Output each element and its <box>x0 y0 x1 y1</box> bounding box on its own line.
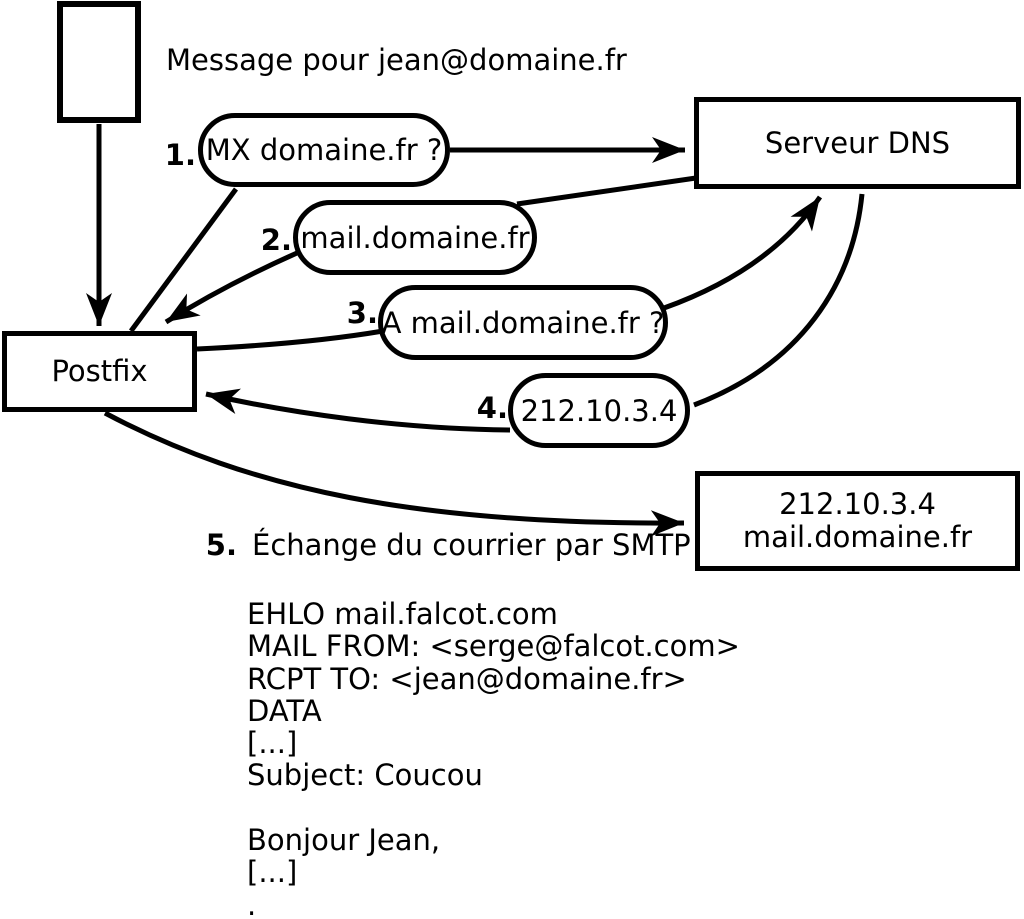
arrow-step3-to-dns <box>663 195 823 311</box>
step1-pill: MX domaine.fr ? <box>198 113 450 187</box>
smtp-line-data: DATA <box>247 693 322 728</box>
arrow-step4-to-postfix <box>205 388 511 433</box>
smtp-line-ehlo: EHLO mail.falcot.com <box>247 597 558 631</box>
dns-server-box: Serveur DNS <box>694 97 1021 189</box>
smtp-line-ellipsis-1: [...] <box>247 726 298 761</box>
step3-label: A mail.domaine.fr ? <box>381 305 665 340</box>
arrow-step2-to-postfix <box>164 250 299 325</box>
message-label: Message pour jean@domaine.fr <box>166 43 627 77</box>
step1-number: 1. <box>164 138 196 172</box>
dns-server-label: Serveur DNS <box>764 125 951 160</box>
line-dns-to-step4 <box>693 193 865 408</box>
smtp-line-rcpt-to: RCPT TO: <jean@domaine.fr> <box>247 661 687 696</box>
postfix-box: Postfix <box>2 331 197 412</box>
smtp-line-subject: Subject: Coucou <box>247 758 483 793</box>
step4-number: 4. <box>476 391 508 425</box>
step1-label: MX domaine.fr ? <box>205 133 443 167</box>
step2-number: 2. <box>260 223 292 257</box>
line-postfix-to-step1 <box>128 187 239 333</box>
smtp-session-transcript: EHLO mail.falcot.com MAIL FROM: <serge@f… <box>247 598 740 919</box>
smtp-line-ellipsis-2: [...] <box>247 855 298 890</box>
step2-label: mail.domaine.fr <box>300 220 530 255</box>
step3-number: 3. <box>346 296 378 330</box>
line-postfix-to-step3 <box>196 328 384 352</box>
message-box <box>57 1 141 123</box>
mail-server-ip: 212.10.3.4 <box>779 487 936 521</box>
step5-number: 5. <box>205 528 237 562</box>
mail-server-hostname: mail.domaine.fr <box>742 520 973 554</box>
smtp-line-end-dot: . <box>247 887 257 919</box>
mail-server-labels: 212.10.3.4 mail.domaine.fr <box>743 488 972 554</box>
postfix-label: Postfix <box>51 354 148 388</box>
smtp-line-blank <box>247 792 740 824</box>
step5-label: Échange du courrier par SMTP <box>252 528 691 562</box>
step3-pill: A mail.domaine.fr ? <box>378 285 668 360</box>
mail-server-box: 212.10.3.4 mail.domaine.fr <box>695 471 1020 571</box>
step4-label: 212.10.3.4 <box>520 393 678 428</box>
step2-pill: mail.domaine.fr <box>293 200 537 275</box>
step4-pill: 212.10.3.4 <box>508 373 690 448</box>
arrow-postfix-to-mailserver <box>103 410 685 537</box>
line-dns-to-step2 <box>516 175 697 207</box>
smtp-line-greeting: Bonjour Jean, <box>247 823 441 858</box>
smtp-line-mail-from: MAIL FROM: <serge@falcot.com> <box>247 629 740 664</box>
